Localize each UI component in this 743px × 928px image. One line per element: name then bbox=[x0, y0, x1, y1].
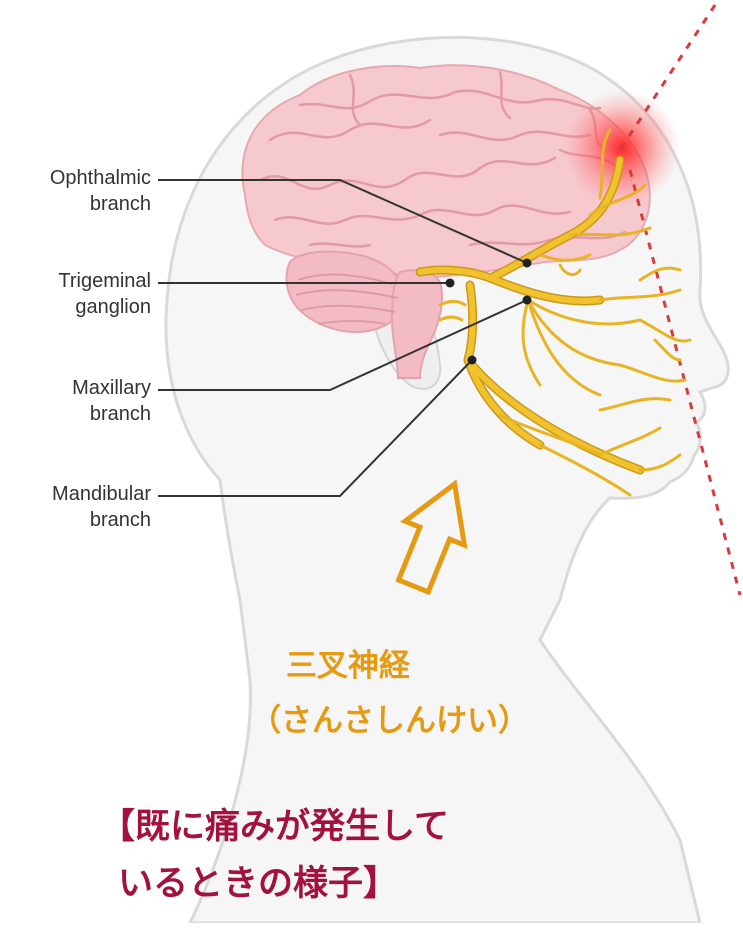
caption-line-2: いるときの様子】 bbox=[118, 855, 398, 906]
nerve-reading: （さんさしんけい） bbox=[250, 695, 529, 740]
caption-line-1: 【既に痛みが発生して bbox=[100, 798, 449, 849]
nerve-name: 三叉神経 bbox=[286, 640, 410, 685]
